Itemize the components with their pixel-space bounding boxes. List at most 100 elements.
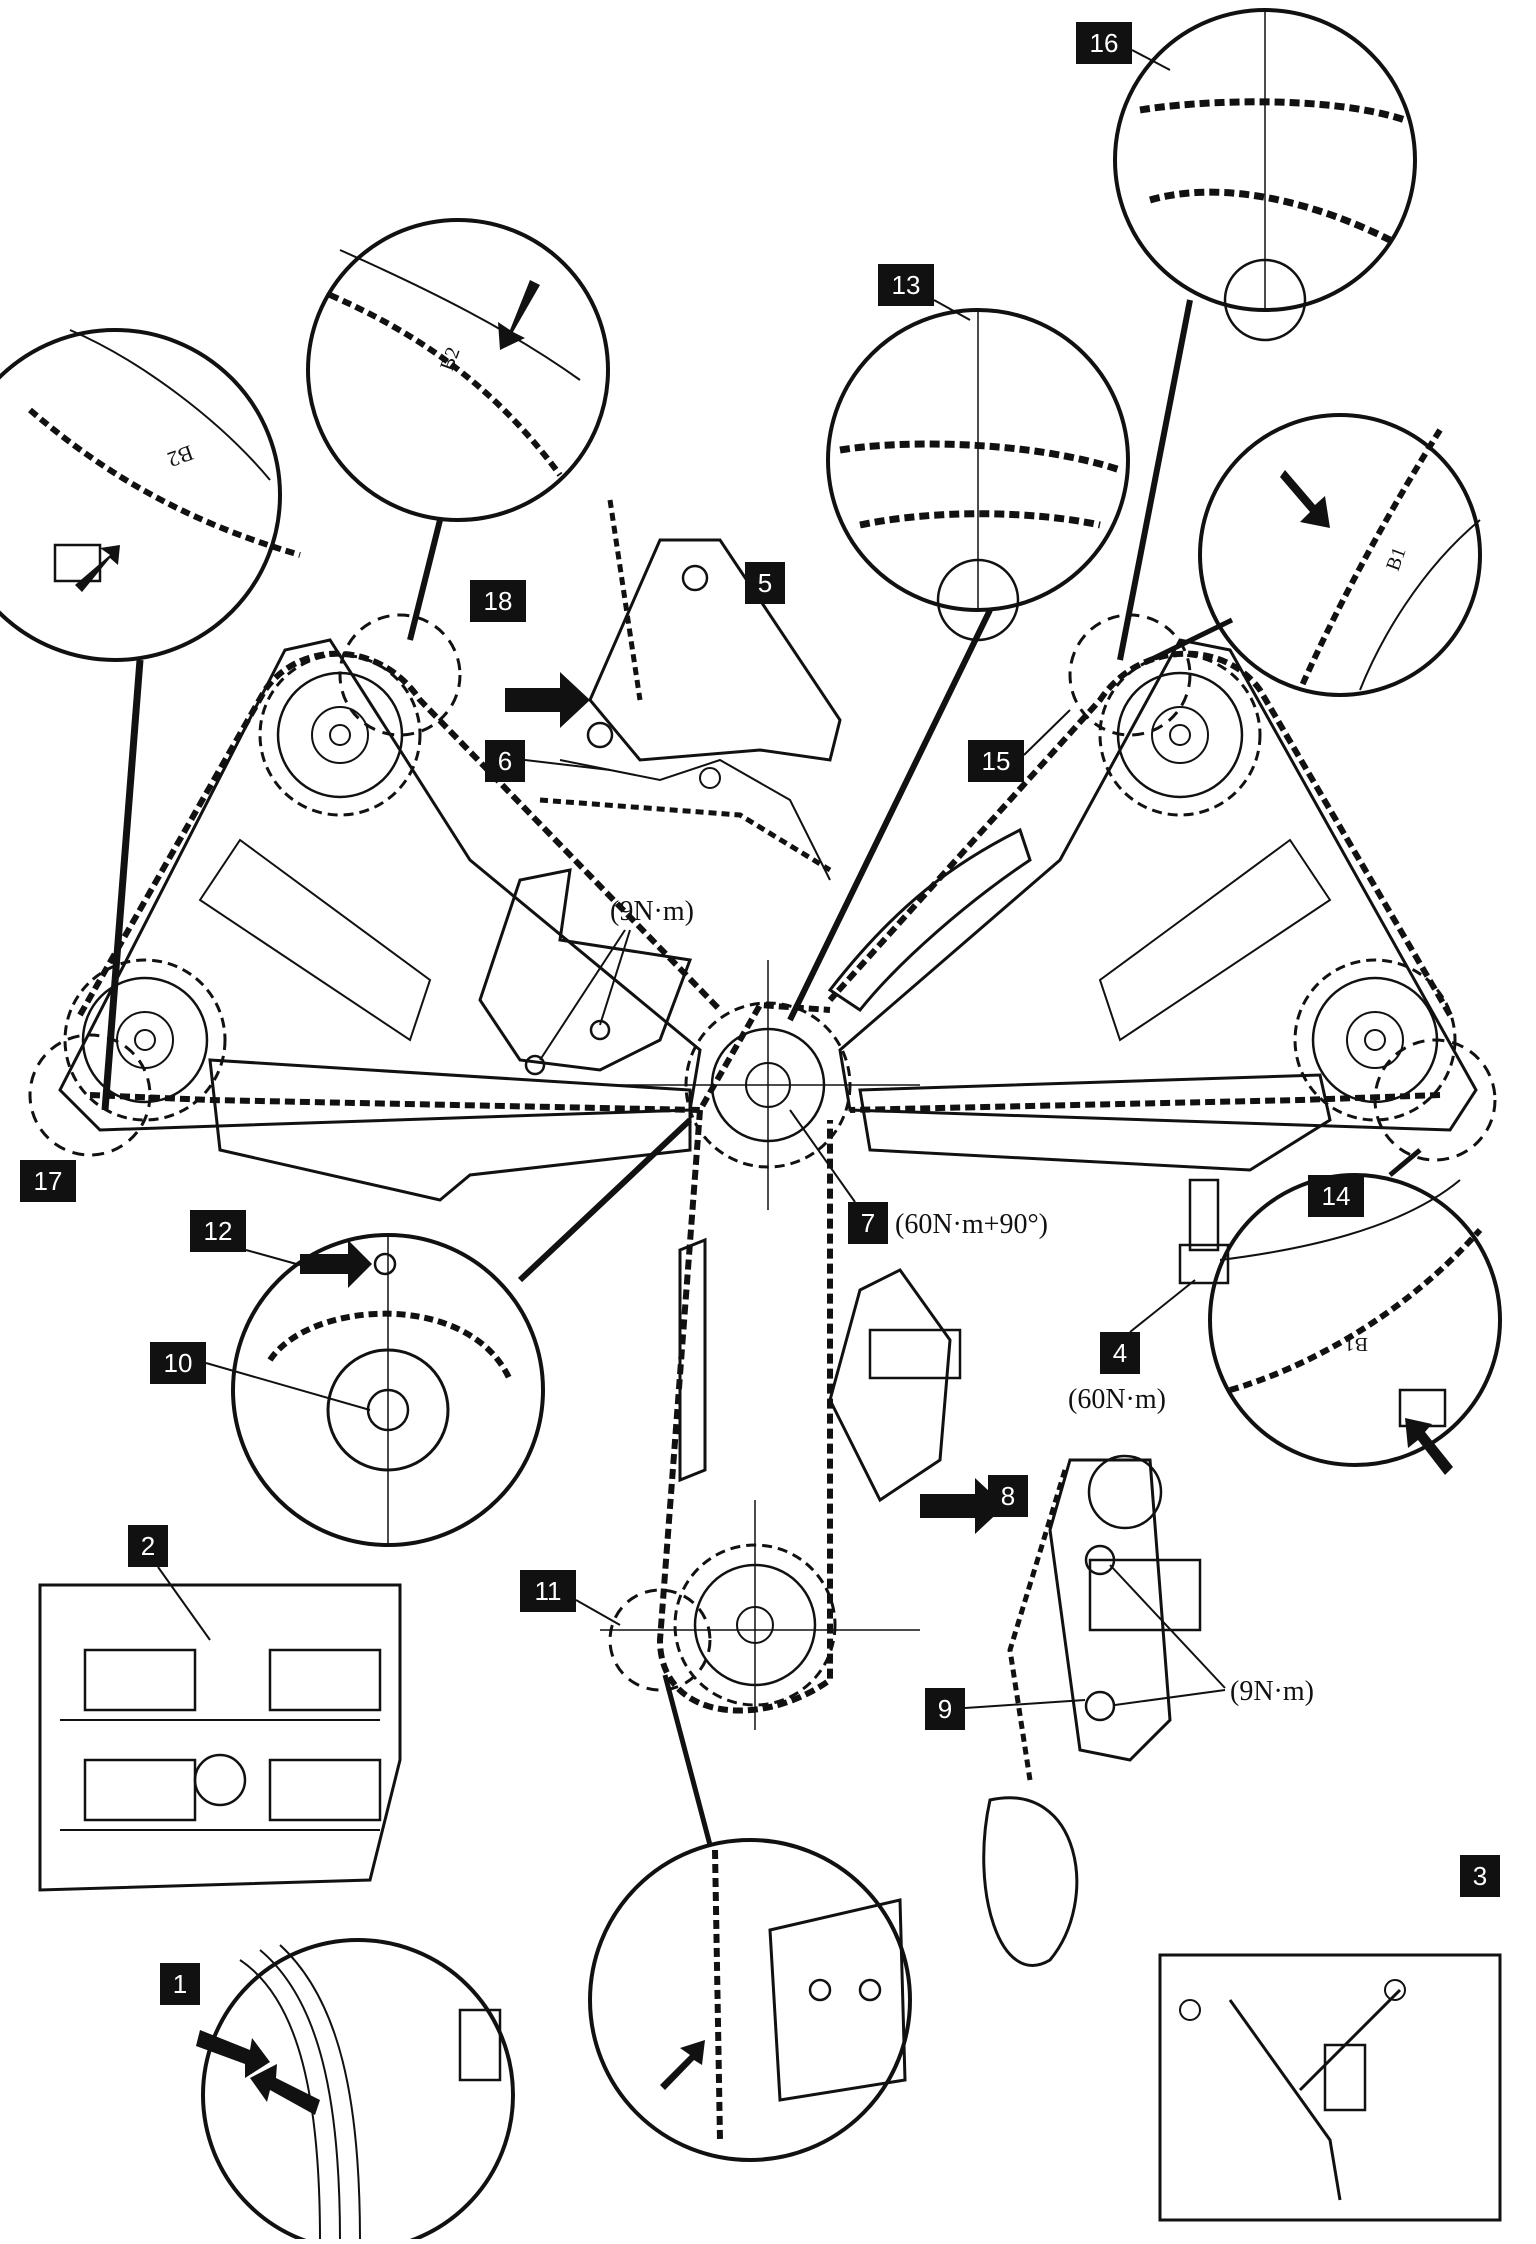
callout-13: 13: [878, 264, 971, 321]
svg-text:15: 15: [982, 746, 1011, 776]
tensioner-lower-sprocket: [982, 1796, 1079, 1967]
detail-17-arrow-icon: [75, 545, 120, 592]
torque-label-upper-guide: (9N·m): [610, 896, 694, 927]
detail-18-mark: B2: [436, 344, 465, 373]
upper-chain-guide-line: [559, 758, 831, 881]
right-bank-chain: [827, 650, 1453, 1017]
svg-text:5: 5: [758, 568, 772, 598]
right-lower-guide: [858, 1073, 1332, 1172]
detail-16-chain-upper: [1139, 98, 1407, 124]
crank-sprocket: [600, 1500, 920, 1730]
svg-text:9: 9: [938, 1694, 952, 1724]
leader-18: [407, 519, 443, 641]
detail-circle-13: [826, 308, 1130, 642]
detail-18-arrow-icon: [498, 280, 540, 350]
detail-circle-1: [196, 1938, 515, 2244]
callout-7: 7: [789, 1109, 888, 1244]
svg-text:8: 8: [1001, 1481, 1015, 1511]
callout-14: 14: [1308, 1175, 1364, 1217]
svg-text:7: 7: [861, 1208, 875, 1238]
svg-text:14: 14: [1322, 1181, 1351, 1211]
detail-11-chain: [712, 1849, 723, 2141]
leader-16: [1117, 299, 1193, 661]
detail-circle-14: B1: [1208, 1173, 1502, 1475]
callout-16: 16: [1076, 22, 1171, 71]
tensioner-pivot: [1087, 1454, 1163, 1530]
upper-chain-lower-segment: [539, 797, 832, 873]
tensioner-plug: [1178, 1178, 1230, 1285]
tensioner-body: [1088, 1558, 1202, 1632]
leader-15: [1148, 617, 1234, 663]
detail-15-mark: B1: [1382, 544, 1411, 573]
upper-tensioner-bolt-right: [699, 767, 721, 789]
svg-text:17: 17: [34, 1166, 63, 1196]
right-bank-chain-lower: [849, 1092, 1441, 1113]
detail-14-zone: [1373, 1038, 1497, 1162]
detail-circle-12: [231, 1233, 545, 1547]
left-bank-chain-lower: [89, 1001, 831, 1114]
detail-12-chain: [267, 1310, 513, 1382]
detail-15-chain: [1297, 428, 1443, 692]
callout-9: 9: [925, 1688, 1086, 1730]
detail-14-mark: B1: [1345, 1333, 1368, 1355]
svg-text:12: 12: [204, 1216, 233, 1246]
svg-text:3: 3: [1473, 1861, 1487, 1891]
leader-17: [101, 659, 144, 1111]
detail-17-mark: B2: [164, 440, 197, 472]
torque-label-tensioner: (9N·m): [1230, 1676, 1314, 1707]
svg-text:10: 10: [164, 1348, 193, 1378]
upper-tensioner-body: [588, 538, 842, 762]
svg-text:16: 16: [1090, 28, 1119, 58]
right-upper-guide: [827, 827, 1032, 1013]
detail-14-arrow-icon: [1405, 1418, 1453, 1475]
svg-text:1: 1: [173, 1969, 187, 1999]
tensioner-rail-pad: [868, 1328, 962, 1380]
detail-11-zone: [608, 1588, 712, 1692]
detail-1-arrow-upper-icon: [196, 2030, 270, 2078]
detail-1-arrow-lower-icon: [250, 2064, 320, 2115]
svg-text:6: 6: [498, 746, 512, 776]
detail-13-chain-lower: [859, 510, 1101, 529]
tensioner-push-arrow-icon: [920, 1478, 1005, 1534]
primary-chain: [656, 1109, 833, 1714]
torque-leader-tensioner-a: [1109, 1564, 1226, 1689]
upper-tensioner-bolt-top: [681, 564, 709, 592]
right-bank-housing: [838, 638, 1478, 1132]
torque-label-tensioner-plug: (60N·m): [1068, 1384, 1166, 1415]
primary-tensioner-rail: [828, 1268, 952, 1503]
torque-leader-upper-a: [539, 929, 626, 1061]
detail-17-chain: [28, 407, 301, 558]
torque-leader-upper-b: [599, 929, 631, 1026]
right-rail-slot: [1098, 838, 1332, 1042]
tensioner-bolt-upper: [1084, 1544, 1116, 1576]
leader-14: [1388, 1148, 1422, 1177]
detail-13-chain-upper: [839, 440, 1122, 474]
upper-guide-bracket: [478, 868, 693, 1072]
detail-15-zone: [1068, 613, 1192, 737]
callout-4: 4: [1100, 1279, 1196, 1374]
primary-left-guide: [678, 1237, 707, 1483]
detail-15-arrow-icon: [1280, 470, 1330, 528]
torque-label-crank: (60N·m+90°): [895, 1209, 1048, 1240]
hydraulic-tensioner-detail: [920, 1454, 1202, 1967]
intermediate-sprocket: [620, 960, 920, 1210]
svg-text:11: 11: [535, 1576, 562, 1606]
detail-circle-15: B1: [1198, 413, 1482, 697]
detail-view-3: [1158, 1953, 1502, 2222]
callout-10: 10: [150, 1342, 371, 1411]
detail-circle-16: [1113, 8, 1417, 342]
tensioner-bolt-lower: [1084, 1690, 1116, 1722]
detail-3-plug: [1323, 2043, 1367, 2112]
callout-17: 17: [20, 1160, 76, 1202]
callout-12: 12: [190, 1210, 301, 1266]
svg-text:4: 4: [1113, 1338, 1127, 1368]
callout-6: 6: [485, 740, 611, 782]
detail-14-chain: [1229, 1228, 1483, 1393]
upper-tensioner-bolt-left: [586, 721, 614, 749]
detail-view-2: [38, 1583, 402, 1892]
detail-circle-11: [588, 1838, 912, 2162]
main-assembly: [58, 638, 1478, 1730]
callout-8: 8: [988, 1475, 1028, 1517]
leader-11: [662, 1674, 713, 1846]
